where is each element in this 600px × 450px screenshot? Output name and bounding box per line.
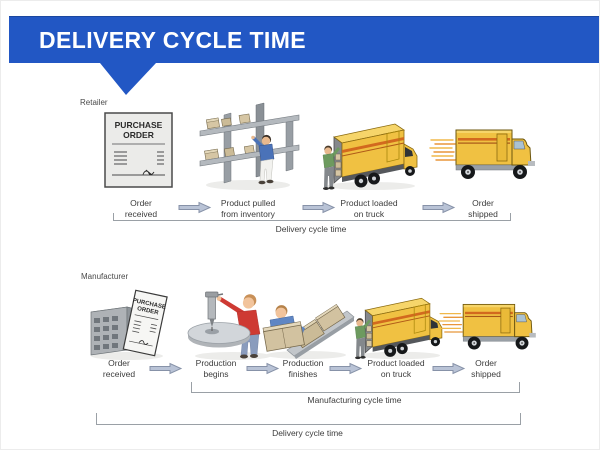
truck-shipped-icon: [429, 123, 537, 185]
truck-shipped-icon: [438, 298, 538, 355]
flow-arrow-icon: [246, 362, 280, 375]
step-label: Product loaded on truck: [340, 198, 398, 220]
retailer-delivery-bracket-label: Delivery cycle time: [275, 224, 347, 234]
flow-arrow-icon: [329, 362, 363, 375]
title-banner: DELIVERY CYCLE TIME: [9, 16, 599, 63]
step-label: Product loaded on truck: [367, 358, 425, 380]
manufacturer-delivery-bracket-label: Delivery cycle time: [272, 428, 343, 438]
flow-arrow-icon: [432, 362, 466, 375]
step-label: Product pulled from inventory: [220, 198, 276, 220]
page-title: DELIVERY CYCLE TIME: [39, 26, 307, 53]
step-label: Order received: [102, 358, 136, 380]
retailer-delivery-bracket: [113, 213, 511, 221]
factory-purchase-order-icon: [87, 286, 175, 362]
truck-loading-icon: [351, 289, 446, 361]
flow-arrow-icon: [149, 362, 183, 375]
purchase-order-icon: [101, 111, 176, 189]
step-label: Order shipped: [468, 198, 498, 220]
retailer-section-label: Retailer: [80, 98, 108, 107]
packed-boxes-icon: [261, 294, 357, 360]
manufacturing-cycle-bracket: [191, 382, 520, 393]
step-label: Production finishes: [282, 358, 324, 380]
banner-pointer-icon: [100, 63, 156, 95]
warehouse-pick-icon: [196, 101, 302, 193]
step-label: Production begins: [195, 358, 237, 380]
truck-loading-icon: [319, 114, 421, 192]
step-label: Order received: [124, 198, 158, 220]
step-label: Order shipped: [471, 358, 501, 380]
manufacturer-delivery-bracket: [96, 413, 521, 425]
manufacturing-cycle-bracket-label: Manufacturing cycle time: [307, 395, 402, 405]
manufacturer-section-label: Manufacturer: [81, 272, 129, 281]
